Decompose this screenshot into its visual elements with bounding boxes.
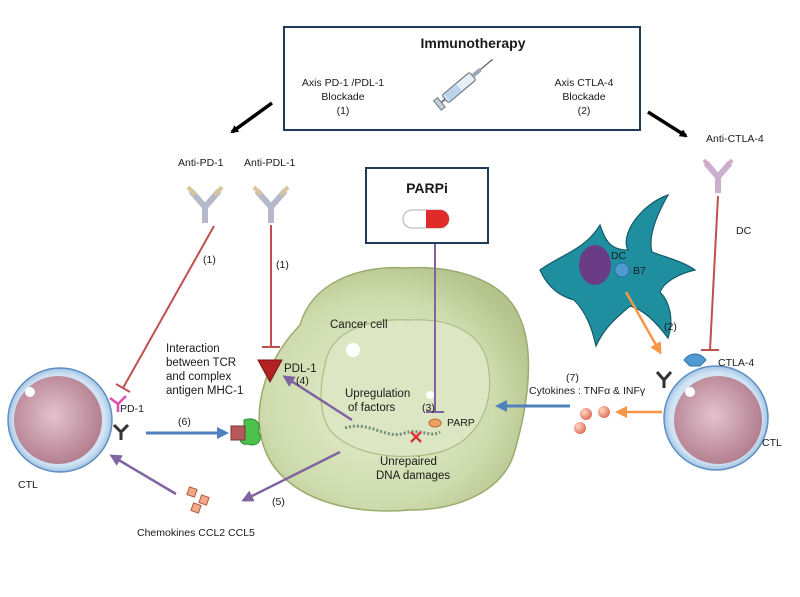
unrepaired-line2: DNA damages [376, 470, 450, 482]
label-7: (7) [566, 372, 579, 384]
unrepaired-line1: Unrepaired [380, 456, 437, 468]
immunotherapy-box: Immunotherapy Axis PD-1 /PDL-1 Blockade … [283, 26, 641, 131]
label-3: (3) [422, 402, 435, 414]
dna-damage-mark-icon [410, 431, 422, 443]
tcr-receptor-icon [112, 423, 130, 440]
cancer-cell-label: Cancer cell [330, 319, 388, 331]
ctla4-axis-blockade: Blockade [562, 91, 605, 103]
anti-pdl1-antibody-icon [252, 185, 290, 223]
cancer-cell [258, 266, 530, 512]
nucleolus [346, 343, 360, 357]
ctl-right-cell [663, 365, 769, 471]
cytokine-balls [574, 406, 610, 434]
parpi-title: PARPi [406, 180, 448, 196]
ctla4-receptor-icon [683, 353, 707, 367]
anti-pdl1-inhibition [262, 225, 280, 348]
dc-side-label: DC [736, 225, 752, 237]
ctl-left-cell [7, 367, 113, 473]
pd1-axis-number: (1) [337, 105, 350, 117]
interaction-line4: antigen MHC-1 [166, 385, 243, 397]
label-1-center: (1) [276, 259, 289, 271]
arrow-b7-to-ctla4 [624, 291, 662, 355]
dna-strand [344, 424, 441, 436]
arrow-chemokines-to-ctl [109, 454, 177, 496]
ctla4-axis-label: Axis CTLA-4 [555, 77, 614, 89]
anti-pdl1-label: Anti-PDL-1 [244, 157, 296, 169]
b7-label: B7 [633, 265, 646, 277]
parpi-inhibition [426, 244, 444, 413]
arrow-to-pd1-axis [230, 101, 274, 134]
pd1-axis-blockade: Blockade [321, 91, 364, 103]
interaction-line2: between TCR [166, 357, 236, 369]
label-2: (2) [664, 321, 677, 333]
parpi-box: PARPi [365, 167, 489, 244]
pd1-axis-label: Axis PD-1 /PDL-1 [302, 77, 384, 89]
ctl-left-label: CTL [18, 479, 38, 491]
cancer-nucleus [320, 319, 491, 457]
ctla4-label: CTLA-4 [718, 357, 754, 369]
pdl1-label: PDL-1 [284, 363, 317, 375]
dc-cell-label: DC [611, 250, 627, 262]
upregulation-line1: Upregulation [345, 388, 410, 400]
anti-ctla4-label: Anti-CTLA-4 [706, 133, 764, 145]
arrow-upregulation-to-pdl1 [282, 375, 353, 422]
syringe-icon [432, 58, 494, 111]
cytokines-label: Cytokines : TNFα & INFγ [529, 385, 646, 397]
label-4: (4) [296, 375, 309, 387]
anti-pd1-antibody-icon [186, 185, 224, 223]
tcr-right-icon [655, 371, 673, 388]
parp-label: PARP [447, 417, 475, 429]
pd1-receptor-icon [109, 395, 127, 412]
pdl1-receptor-icon [257, 359, 283, 384]
pill-icon [402, 209, 450, 229]
arrow-to-ctla4-axis [647, 110, 688, 138]
anti-ctla4-inhibition [701, 195, 719, 351]
b7-ligand-icon [614, 262, 630, 278]
ctla4-axis-number: (2) [578, 105, 591, 117]
pd1-label: PD-1 [120, 403, 144, 415]
interaction-line1: Interaction [166, 343, 220, 355]
label-5: (5) [272, 496, 285, 508]
interaction-line3: and complex [166, 371, 231, 383]
immunotherapy-title: Immunotherapy [420, 35, 525, 51]
anti-ctla4-antibody-icon [702, 158, 734, 193]
chemokine-cubes [186, 486, 210, 514]
ctl-right-label: CTL [762, 437, 782, 449]
arrow-to-chemokines [241, 450, 341, 502]
anti-pd1-inhibition [115, 225, 215, 393]
mhc1-complex-icon [230, 418, 261, 446]
parp-enzyme-icon [428, 418, 442, 428]
anti-pd1-label: Anti-PD-1 [178, 157, 224, 169]
chemokines-label: Chemokines CCL2 CCL5 [137, 527, 255, 539]
label-1-left: (1) [203, 254, 216, 266]
upregulation-line2: of factors [348, 402, 396, 414]
label-6: (6) [178, 416, 191, 428]
